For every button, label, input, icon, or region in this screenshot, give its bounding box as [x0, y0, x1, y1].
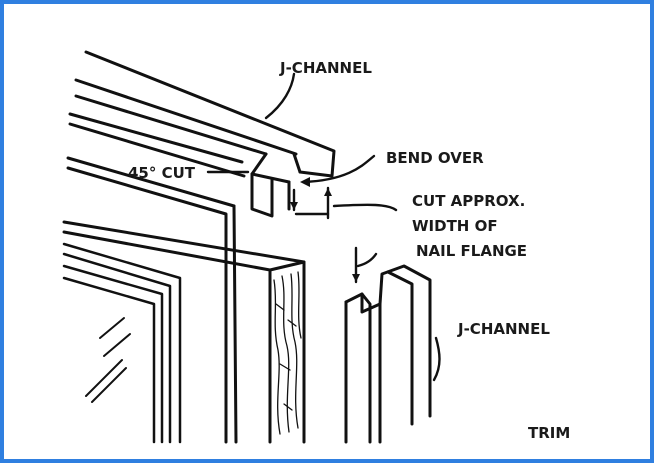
j-channel-installation-drawing	[62, 50, 441, 444]
label-cut-approx-line1: CUT APPROX.	[412, 192, 526, 210]
label-j-channel-side: J-CHANNEL	[458, 320, 550, 338]
label-bend-over: BEND OVER	[386, 149, 484, 167]
leader-arrowheads	[290, 177, 360, 282]
label-j-channel-top: J-CHANNEL	[280, 59, 372, 77]
window-frame	[62, 112, 306, 444]
top-j-channel	[74, 50, 336, 218]
label-trim: TRIM	[528, 424, 571, 442]
side-j-channel	[344, 264, 432, 444]
glass-reflection	[85, 317, 131, 403]
wood-grain	[273, 271, 302, 435]
leader-lines	[206, 72, 441, 382]
label-cut-approx-line3: NAIL FLANGE	[416, 242, 528, 260]
label-45-cut: 45° CUT	[128, 164, 196, 182]
window-sash	[62, 242, 182, 444]
label-cut-approx-line2: WIDTH OF	[412, 217, 498, 235]
